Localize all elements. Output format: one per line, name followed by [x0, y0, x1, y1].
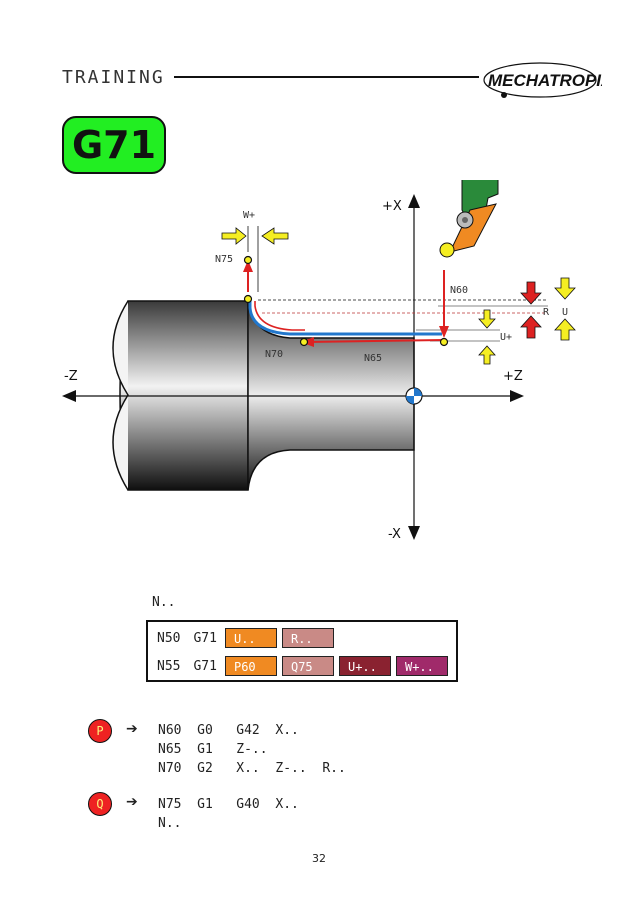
point-n75	[243, 255, 253, 265]
axis-label-minus-z: -Z	[64, 369, 78, 384]
cutting-tool	[439, 180, 499, 258]
q-arrow-icon: ➔	[126, 794, 138, 810]
roughing-path	[254, 301, 305, 331]
brand-logo: MECHATROPIA	[482, 52, 613, 102]
finish-profile-path	[248, 301, 442, 336]
param-q: Q75	[281, 656, 334, 676]
param-p: P60	[224, 656, 277, 676]
r-indicator: R	[520, 281, 550, 339]
u-indicator: U	[554, 277, 576, 341]
p-marker: P	[88, 719, 112, 743]
point-n70	[299, 337, 309, 347]
program-line-n75: N75 G1 G40 X..	[158, 797, 299, 812]
header-title: TRAINING	[62, 67, 165, 88]
page-number: 32	[312, 852, 326, 865]
block-n50: N50	[157, 630, 181, 646]
gcode-n50: G71	[193, 630, 217, 646]
label-w-plus: W+	[243, 210, 255, 221]
program-line-n70: N70 G2 X.. Z-.. R..	[158, 761, 346, 776]
param-r: R..	[281, 628, 334, 648]
param-w-plus: W+..	[395, 656, 448, 676]
x-axis: +X -X	[382, 194, 420, 542]
program-line-n65: N65 G1 Z-..	[158, 742, 268, 757]
header-rule	[174, 76, 479, 78]
q-marker: Q	[88, 792, 112, 816]
axis-label-minus-x: -X	[388, 527, 401, 542]
param-u-plus: U+..	[338, 656, 391, 676]
turning-diagram: -Z +Z +X -X W+	[62, 180, 576, 542]
code-prefix-line: N..	[152, 595, 176, 610]
label-n70: N70	[265, 349, 283, 360]
label-u: U	[562, 307, 568, 318]
param-u: U..	[224, 628, 277, 648]
axis-label-plus-z: +Z	[503, 369, 523, 384]
label-n60: N60	[450, 285, 468, 296]
label-r: R	[543, 307, 550, 318]
p-arrow-icon: ➔	[126, 721, 138, 737]
program-line-n60: N60 G0 G42 X..	[158, 723, 299, 738]
z-axis: -Z +Z	[62, 369, 524, 402]
axis-label-plus-x: +X	[382, 199, 402, 214]
brand-logo-text: MECHATROPIA	[488, 71, 602, 90]
label-n75: N75	[215, 254, 233, 265]
point-start	[243, 294, 253, 304]
u-plus-indicator: U+	[478, 309, 512, 365]
origin-marker	[405, 387, 423, 405]
block-n55: N55	[157, 658, 181, 674]
code-row-n55: N55 G71 P60 Q75 U+.. W+..	[157, 656, 448, 676]
gcode-n55: G71	[193, 658, 217, 674]
gcode-badge: G71	[62, 116, 166, 174]
label-n65: N65	[364, 353, 382, 364]
g71-parameter-box: N50 G71 U.. R.. N55 G71 P60 Q75 U+.. W+.…	[146, 620, 458, 682]
label-u-plus: U+	[500, 332, 512, 343]
program-line-end: N..	[158, 816, 182, 831]
point-n65	[439, 337, 449, 347]
code-row-n50: N50 G71 U.. R..	[157, 628, 334, 648]
w-plus-indicator: W+	[221, 210, 289, 292]
